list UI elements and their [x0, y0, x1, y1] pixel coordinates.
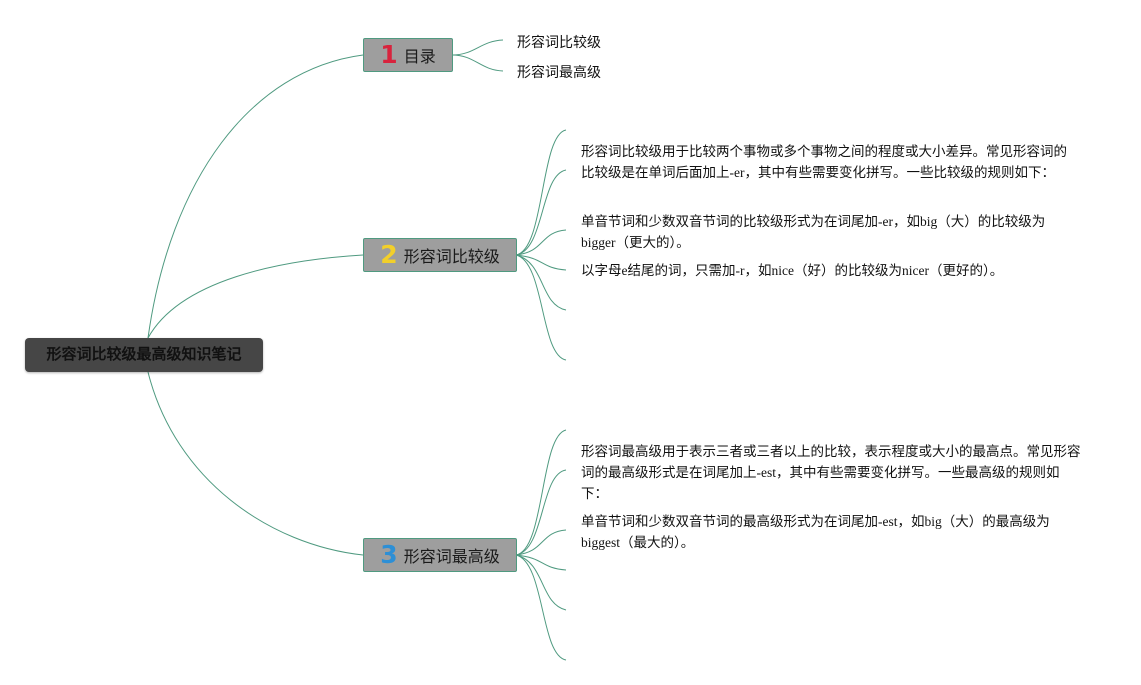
branch-topic-1-label: 目录: [403, 49, 436, 66]
leaf-note[interactable]: 单音节词和少数双音节词的最高级形式为在词尾加-est，如big（大）的最高级为b…: [581, 514, 1050, 550]
leaf-note[interactable]: 形容词最高级用于表示三者或三者以上的比较，表示程度或大小的最高点。常见形容词的最…: [581, 444, 1081, 501]
leaf-topic[interactable]: 形容词比较级: [517, 34, 601, 50]
connector-b1-leaf-1: [451, 39, 504, 56]
branch-topic-3-label: 形容词最高级: [403, 549, 500, 566]
connector-root-branch-3: [147, 371, 364, 556]
root-topic[interactable]: 形容词比较级最高级知识笔记: [25, 338, 263, 372]
number-badge-1: 1: [380, 39, 398, 69]
number-badge-3: 3: [380, 539, 398, 569]
branch-topic-1[interactable]: 1 目录: [363, 38, 453, 72]
connector-b1-leaf-2: [451, 54, 504, 72]
root-topic-title: 形容词比较级最高级知识笔记: [46, 346, 242, 363]
connector-root-branch-2: [147, 254, 364, 339]
branch-topic-3[interactable]: 3 形容词最高级: [363, 538, 517, 572]
leaf-note[interactable]: 单音节词和少数双音节词的比较级形式为在词尾加-er，如big（大）的比较级为bi…: [581, 214, 1046, 250]
leaf-note[interactable]: 形容词比较级用于比较两个事物或多个事物之间的程度或大小差异。常见形容词的比较级是…: [581, 144, 1067, 180]
connector-root-branch-1: [147, 54, 364, 339]
leaf-topic[interactable]: 形容词最高级: [517, 64, 601, 80]
leaf-note[interactable]: 以字母e结尾的词，只需加-r，如nice（好）的比较级为nicer（更好的）。: [581, 263, 1004, 278]
branch-topic-2[interactable]: 2 形容词比较级: [363, 238, 517, 272]
branch-topic-2-label: 形容词比较级: [403, 249, 500, 266]
number-badge-2: 2: [380, 239, 398, 269]
